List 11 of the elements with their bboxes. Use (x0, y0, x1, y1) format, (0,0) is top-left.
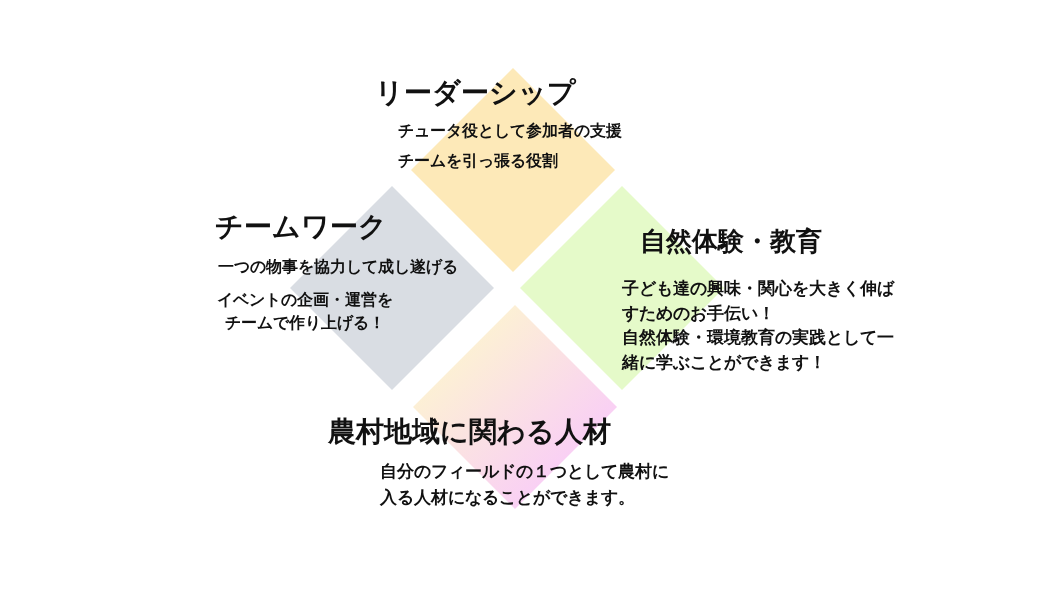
description-text: 子ども達の興味・関心を大きく伸ばすためのお手伝い！ (622, 277, 896, 325)
description-text: チュータ役として参加者の支援 (398, 121, 623, 142)
heading: 自然体験・教育 (640, 226, 823, 258)
heading: リーダーシップ (375, 76, 577, 110)
heading: 農村地域に関わる人材 (328, 415, 612, 449)
description-text: 自分のフィールドの１つとして農村に入る人材になることができます。 (380, 460, 670, 509)
description-text: イベントの企画・運営をチームで作り上げる！ (216, 289, 394, 335)
heading: チームワーク (215, 210, 388, 244)
description-text: 自然体験・環境教育の実践として一緒に学ぶことができます！ (622, 326, 895, 374)
description-text: 一つの物事を協力して成し遂げる (218, 257, 459, 278)
description-text: チームを引っ張る役割 (398, 151, 559, 172)
